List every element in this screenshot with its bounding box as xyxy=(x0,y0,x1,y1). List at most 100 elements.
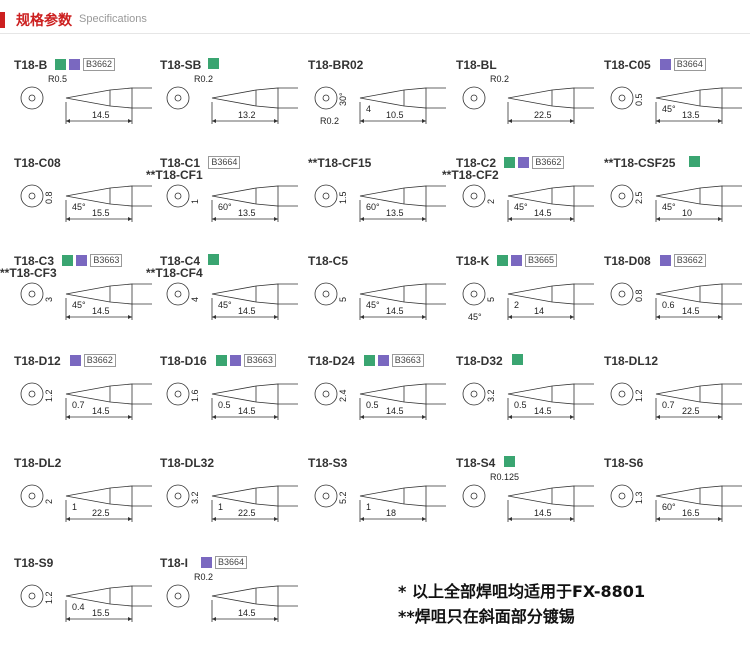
tip-badges: B3663 xyxy=(363,354,424,367)
dimension-label: 60° xyxy=(218,202,232,212)
dimension-label: 0.5 xyxy=(514,400,527,410)
dimension-label: 3 xyxy=(44,297,54,302)
tip-drawing: 22.53.21 xyxy=(166,484,298,522)
tip-drawing: 14.5R0.5 xyxy=(20,74,152,124)
dimension-label: 0.8 xyxy=(634,289,644,302)
dimension-label: 4 xyxy=(366,104,371,114)
dimension-label: 14.5 xyxy=(534,406,552,416)
dimension-label: 0.6 xyxy=(662,300,675,310)
tip-model: T18-D08 xyxy=(604,254,651,268)
dimension-label: R0.2 xyxy=(194,572,213,582)
tip-code-badge: B3665 xyxy=(525,254,558,267)
tip-badges: B3664 xyxy=(659,58,706,71)
dimension-label: 5.2 xyxy=(338,491,348,504)
tip-drawing: 16.51.360° xyxy=(610,484,742,522)
tip-badges xyxy=(504,456,516,467)
section-subtitle: Specifications xyxy=(79,13,147,25)
dimension-label: 45° xyxy=(514,202,528,212)
dimension-label: 13.5 xyxy=(386,208,404,218)
tip-code-badge: B3664 xyxy=(215,556,248,569)
dimension-label: 13.5 xyxy=(682,110,700,120)
dimension-label: 60° xyxy=(662,502,676,512)
dimension-label: 1.5 xyxy=(338,191,348,204)
tip-code-badge: B3662 xyxy=(532,156,565,169)
dimension-label: 2 xyxy=(486,199,496,204)
purple-swatch xyxy=(659,255,671,266)
tip-badges: B3662 xyxy=(659,254,706,267)
tip-drawing: 10.530°4R0.2 xyxy=(314,86,446,126)
dimension-label: 45° xyxy=(366,300,380,310)
dimension-label: 0.7 xyxy=(662,400,675,410)
tip-model-alt: **T18-CF4 xyxy=(146,266,203,280)
tip-drawing: 13.2R0.2 xyxy=(166,74,298,124)
purple-swatch xyxy=(69,59,80,70)
purple-swatch xyxy=(229,355,241,366)
tip-model: T18-DL2 xyxy=(14,456,62,470)
dimension-label: 1 xyxy=(190,199,200,204)
tip-drawing: 14.51.20.7 xyxy=(20,382,152,420)
dimension-label: 22.5 xyxy=(682,406,700,416)
dimension-label: 1 xyxy=(366,502,371,512)
purple-swatch xyxy=(659,59,671,70)
green-swatch xyxy=(363,355,375,366)
green-swatch xyxy=(55,59,66,70)
tip-drawing: 185.21 xyxy=(314,484,446,522)
tip-drawing: 14.5R0.2 xyxy=(166,572,298,622)
tip-badges xyxy=(208,254,220,265)
dimension-label: R0.2 xyxy=(320,116,339,126)
tip-drawing: 22.5R0.2 xyxy=(462,74,594,124)
tip-drawing: 14.50.80.6 xyxy=(610,282,742,320)
dimension-label: 0.5 xyxy=(366,400,379,410)
tip-model-alt: **T18-CF2 xyxy=(442,168,499,182)
tip-drawing: 22.521 xyxy=(20,484,152,522)
dimension-label: 60° xyxy=(366,202,380,212)
dimension-label: 14.5 xyxy=(534,208,552,218)
dimension-label: 18 xyxy=(386,508,396,518)
dimension-label: 0.5 xyxy=(634,93,644,106)
dimension-label: 2 xyxy=(44,499,54,504)
tip-model: T18-DL12 xyxy=(604,354,659,368)
dimension-label: R0.125 xyxy=(490,472,519,482)
tip-model-alt: **T18-CF3 xyxy=(0,266,57,280)
green-swatch xyxy=(497,255,508,266)
tip-model: T18-C05 xyxy=(604,58,651,72)
tip-drawing: 102.545° xyxy=(610,184,742,222)
tip-drawing: 14.53.20.5 xyxy=(462,382,594,420)
section-title: 规格参数 xyxy=(16,13,72,29)
dimension-label: 15.5 xyxy=(92,608,110,618)
dimension-label: 22.5 xyxy=(92,508,110,518)
tip-model: T18-C3 xyxy=(14,254,55,268)
tip-drawing: 22.51.20.7 xyxy=(610,382,742,420)
dimension-label: 1.2 xyxy=(44,591,54,604)
tip-model: T18-C4 xyxy=(160,254,201,268)
tip-drawing: 15.50.845° xyxy=(20,184,152,222)
dimension-label: 5 xyxy=(486,297,496,302)
tip-badges: B3663 xyxy=(215,354,276,367)
tip-code-badge: B3664 xyxy=(208,156,241,169)
dimension-label: 14.5 xyxy=(238,306,256,316)
tip-badges: B3664 xyxy=(201,556,248,569)
tip-model: T18-S6 xyxy=(604,456,644,470)
dimension-label: 15.5 xyxy=(92,208,110,218)
section-header: 规格参数 Specifications xyxy=(0,0,750,36)
green-swatch xyxy=(215,355,227,366)
dimension-label: 1.6 xyxy=(190,389,200,402)
dimension-label: R0.2 xyxy=(194,74,213,84)
tip-drawing: 14.5 2 45° xyxy=(462,184,594,222)
